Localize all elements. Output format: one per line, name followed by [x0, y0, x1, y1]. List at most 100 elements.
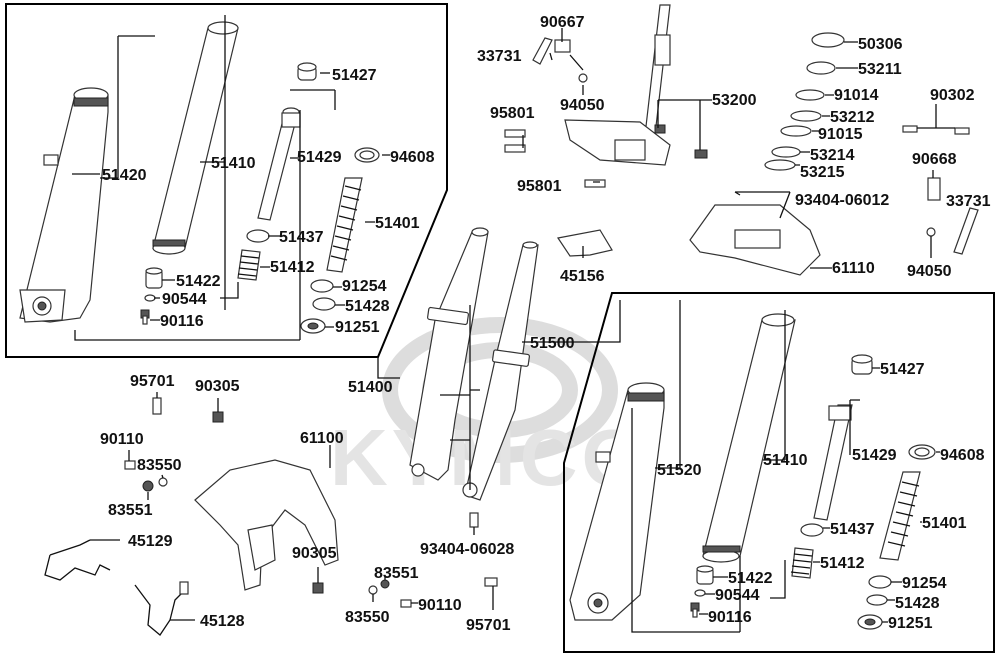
hose-guide-45129 [44, 539, 111, 581]
label-51410-right: 51410 [763, 452, 808, 469]
label-61100: 61100 [300, 430, 344, 447]
left-fork-box [5, 3, 448, 358]
headlight-bracket-61110 [689, 204, 821, 276]
clip-51428-right [866, 594, 888, 606]
damper-rod-51429 [257, 107, 301, 221]
label-51412: 51412 [270, 259, 315, 276]
fork-spring-51401-right [879, 471, 921, 561]
label-90668: 90668 [912, 151, 957, 168]
nut-94050 [578, 73, 588, 83]
ring-51437 [246, 229, 270, 243]
label-51520: 51520 [657, 462, 702, 479]
label-51437: 51437 [279, 229, 324, 246]
label-45129: 45129 [128, 533, 173, 550]
label-94608: 94608 [390, 149, 435, 166]
label-53212: 53212 [830, 109, 875, 126]
label-91015: 91015 [818, 126, 863, 143]
fork-assembly-center [409, 227, 539, 501]
label-90305-a: 90305 [195, 378, 240, 395]
outer-fork-tube-51420 [19, 87, 109, 323]
left-leader-lines [72, 15, 390, 341]
clip-51428 [312, 297, 336, 311]
spring-51412-right [790, 547, 814, 579]
label-83551-a: 83551 [108, 502, 153, 519]
right-leader-lines [631, 300, 940, 633]
label-53214: 53214 [810, 147, 855, 164]
label-51422-right: 51422 [728, 570, 773, 587]
label-91254-right: 91254 [902, 575, 947, 592]
label-90110-b: 90110 [418, 597, 462, 614]
label-51427-right: 51427 [880, 361, 925, 378]
label-94050-right: 94050 [907, 263, 952, 280]
label-51429-right: 51429 [852, 447, 897, 464]
inner-fork-tube-51410-right [702, 313, 796, 563]
label-91251: 91251 [335, 319, 380, 336]
label-90110-a: 90110 [100, 431, 144, 448]
label-90544-right: 90544 [715, 587, 760, 604]
label-51429: 51429 [297, 149, 342, 166]
bracket-90668 [927, 177, 941, 201]
fork-cap-51427-right [851, 354, 873, 375]
label-53215: 53215 [800, 164, 845, 181]
bolts-95801 [504, 129, 606, 188]
label-51412-right: 51412 [820, 555, 865, 572]
label-53211: 53211 [858, 61, 902, 78]
label-90116: 90116 [160, 313, 204, 330]
label-51400: 51400 [348, 379, 393, 396]
label-94050: 94050 [560, 97, 605, 114]
bolt-93404-06028 [469, 512, 479, 528]
screw-90110-a [124, 460, 136, 470]
part-33731-right [953, 207, 979, 255]
label-51401: 51401 [375, 215, 420, 232]
label-91254: 91254 [342, 278, 387, 295]
label-53200: 53200 [712, 92, 757, 109]
washer-90544 [144, 294, 156, 302]
label-51428: 51428 [345, 298, 390, 315]
cable-guide-45128 [134, 581, 189, 636]
piston-51422-right [696, 565, 714, 585]
clip-90305-b [312, 582, 324, 594]
label-93404-06012: 93404-06012 [795, 192, 889, 209]
label-83550-b: 83550 [345, 609, 390, 626]
seal-91254 [310, 279, 334, 293]
bolt-pair-90302 [902, 125, 970, 135]
label-51422: 51422 [176, 273, 221, 290]
bolt-95701-b [484, 577, 498, 587]
nut-94050-right [926, 227, 936, 237]
label-83551-b: 83551 [374, 565, 419, 582]
label-83550-a: 83550 [137, 457, 182, 474]
label-51420: 51420 [102, 167, 147, 184]
damper-rod-51429-right [813, 404, 853, 521]
seal-91254-right [868, 575, 892, 589]
label-51410: 51410 [211, 155, 256, 172]
label-61110: 61110 [832, 260, 875, 277]
spring-51412 [237, 249, 261, 281]
right-fork-box [563, 292, 995, 653]
label-95801-b: 95801 [517, 178, 562, 195]
washer-83550-a [158, 477, 168, 487]
bolt-90116 [140, 309, 150, 325]
washer-83550-b [368, 585, 378, 595]
label-90302: 90302 [930, 87, 975, 104]
label-45128: 45128 [200, 613, 245, 630]
leader-51400 [377, 357, 400, 379]
label-45156: 45156 [560, 268, 605, 285]
outer-fork-tube-51520 [569, 382, 665, 621]
label-51437-right: 51437 [830, 521, 875, 538]
label-93404-06028: 93404-06028 [420, 541, 514, 558]
label-51401-right: 51401 [922, 515, 967, 532]
clip-90305-a [212, 411, 224, 423]
label-95701-b: 95701 [466, 617, 511, 634]
bracket-45156 [556, 229, 613, 257]
label-94608-right: 94608 [940, 447, 985, 464]
front-fender-61100 [194, 459, 339, 591]
steering-bearing-stack [764, 32, 845, 171]
screw-90110-b [400, 599, 412, 608]
bolt-90116-right [690, 602, 700, 618]
label-50306: 50306 [858, 36, 903, 53]
label-51428-right: 51428 [895, 595, 940, 612]
label-33731: 33731 [477, 48, 522, 65]
nut-83551-a [142, 480, 154, 492]
label-90116-right: 90116 [708, 609, 752, 626]
